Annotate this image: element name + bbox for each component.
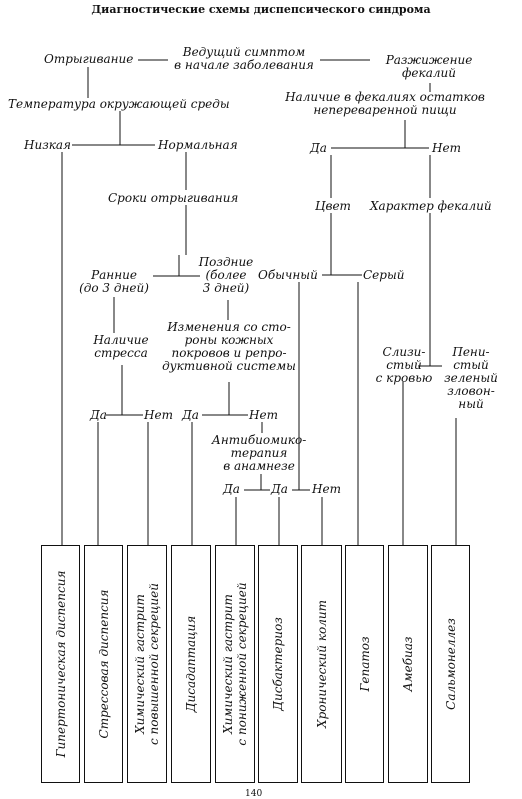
late-line-2: (более: [205, 268, 247, 282]
node-no-3: Нет: [249, 408, 278, 422]
node-foamy: Пени- стый зеленый зловон- ный: [440, 346, 502, 411]
node-usual: Обычный: [258, 268, 318, 282]
loose-stool-line-1: Разжижение: [385, 53, 473, 67]
antibiotics-line-1: Антибиомико-: [211, 433, 307, 447]
undigested-line-1: Наличие в фекалиях остатков: [285, 90, 485, 104]
late-line-1: Поздние: [198, 255, 254, 269]
diagnosis-label-line-1: Химический гастрит: [221, 594, 235, 734]
diagnosis-box-dysbacteriosis: Дисбактериоз: [258, 545, 298, 783]
foamy-line-2: стый: [453, 358, 489, 372]
node-early: Ранние (до 3 дней): [68, 269, 160, 295]
diagnosis-box-hypertonic-dyspepsia: Гипертоническая диспепсия: [41, 545, 80, 783]
diagnosis-box-chemical-gastritis-high: Химический гастрит с повышенной секрецие…: [127, 545, 167, 783]
node-yes-5: Да: [271, 482, 288, 496]
diagnosis-box-amebiasis: Амебиаз: [388, 545, 428, 783]
diagnosis-label: Хронический колит: [314, 600, 329, 728]
skin-line-4: дуктивной системы: [162, 359, 296, 373]
late-line-3: 3 дней): [202, 281, 250, 295]
mucous-line-1: Слизи-: [382, 345, 426, 359]
node-low: Низкая: [24, 138, 72, 152]
diagnosis-label: Дисадаптация: [184, 615, 198, 713]
antibiotics-line-3: в анамнезе: [223, 459, 295, 473]
diagnosis-box-hepatosis: Гепатоз: [345, 545, 384, 783]
mucous-line-2: стый: [386, 358, 422, 372]
node-gray: Серый: [363, 268, 405, 282]
node-yes-2: Да: [90, 408, 107, 422]
node-color: Цвет: [315, 199, 351, 213]
node-yes-1: Да: [310, 141, 327, 155]
diagnosis-box-chronic-colitis: Хронический колит: [301, 545, 342, 783]
early-line-1: Ранние: [91, 268, 137, 282]
diagnosis-box-chemical-gastritis-low: Химический гастрит с пониженной секрецие…: [215, 545, 255, 783]
node-mucous-bloody: Слизи- стый с кровью: [372, 346, 436, 385]
node-late: Поздние (более 3 дней): [190, 256, 262, 295]
foamy-line-4: зловон-: [447, 384, 495, 398]
stress-line-1: Наличие: [93, 333, 149, 347]
mucous-line-3: с кровью: [375, 371, 433, 385]
loose-stool-line-2: фекалий: [402, 66, 456, 80]
diagnosis-label: Гепатоз: [357, 636, 372, 692]
skin-line-2: роны кожных: [184, 333, 274, 347]
node-skin-changes: Изменения со сто- роны кожных покровов и…: [160, 321, 298, 373]
foamy-line-1: Пени-: [452, 345, 490, 359]
diagnosis-label: Гипертоническая диспепсия: [53, 570, 68, 758]
node-no-4: Нет: [312, 482, 341, 496]
node-antibiotics: Антибиомико- терапия в анамнезе: [200, 434, 318, 473]
diagnosis-label-line-2: с повышенной секрецией: [147, 583, 161, 745]
diagnosis-box-disadaptation: Дисадаптация: [171, 545, 211, 783]
diagnosis-box-salmonellosis: Сальмонеллез: [431, 545, 470, 783]
diagnosis-box-stress-dyspepsia: Стрессовая диспепсия: [84, 545, 123, 783]
stress-line-2: стресса: [94, 346, 148, 360]
foamy-line-3: зеленый: [444, 371, 498, 385]
node-stress: Наличие стресса: [88, 334, 154, 360]
skin-line-1: Изменения со сто-: [167, 320, 291, 334]
diagnosis-label-line-1: Химический гастрит: [133, 594, 147, 734]
node-yes-3: Да: [182, 408, 199, 422]
diagnosis-label: Стрессовая диспепсия: [96, 589, 111, 739]
node-ambient-temperature: Температура окружающей среды: [8, 97, 230, 111]
undigested-line-2: непереваренной пищи: [313, 103, 457, 117]
node-regurgitation-timing: Сроки отрыгивания: [108, 191, 239, 205]
node-undigested-food: Наличие в фекалиях остатков непереваренн…: [277, 91, 493, 117]
node-no-1: Нет: [432, 141, 461, 155]
page-number: 140: [245, 789, 263, 799]
diagnosis-label: Сальмонеллез: [443, 618, 458, 710]
node-no-2: Нет: [144, 408, 173, 422]
node-leading-symptom: Ведущий симптом в начале заболевания: [168, 46, 320, 72]
page-title: Диагностические схемы диспепсического си…: [91, 3, 431, 16]
node-regurgitation: Отрыгивание: [44, 52, 134, 66]
node-loose-stool: Разжижение фекалий: [370, 54, 488, 80]
node-stool-character: Характер фекалий: [370, 199, 492, 213]
leading-symptom-line-2: в начале заболевания: [174, 58, 314, 72]
skin-line-3: покровов и репро-: [171, 346, 287, 360]
foamy-line-5: ный: [458, 397, 484, 411]
node-yes-4: Да: [223, 482, 240, 496]
antibiotics-line-2: терапия: [230, 446, 288, 460]
diagnosis-label: Амебиаз: [401, 636, 415, 692]
node-normal: Нормальная: [158, 138, 238, 152]
diagnosis-label: Дисбактериоз: [271, 617, 285, 711]
leading-symptom-line-1: Ведущий симптом: [182, 45, 306, 59]
early-line-2: (до 3 дней): [79, 281, 149, 295]
diagnosis-label-line-2: с пониженной секрецией: [235, 582, 249, 746]
